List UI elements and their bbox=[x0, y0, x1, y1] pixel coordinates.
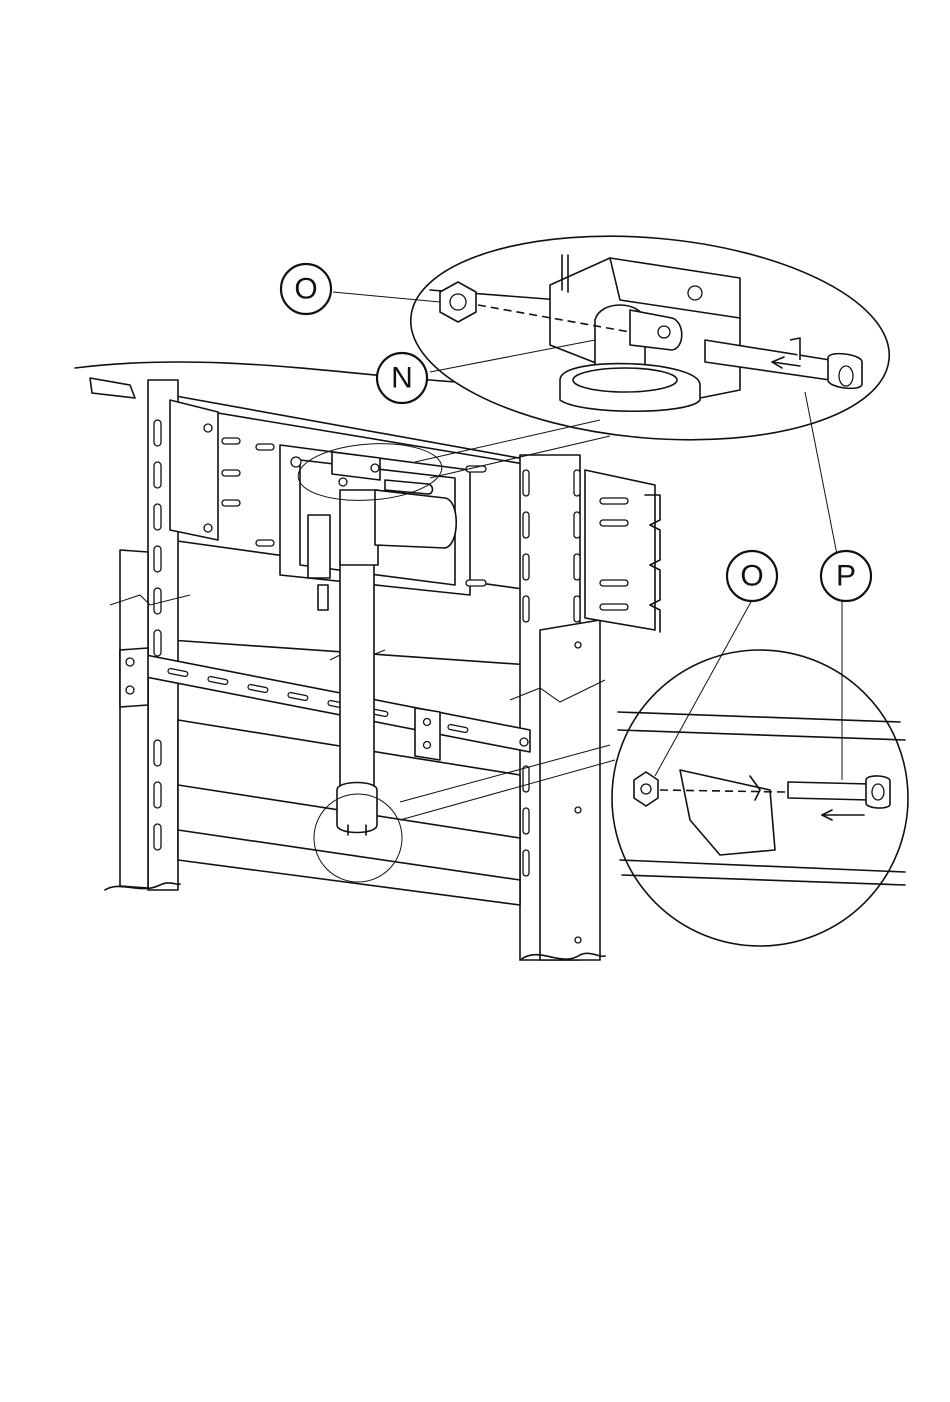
callout-p: P bbox=[821, 551, 871, 601]
callout-o-right: O bbox=[727, 551, 777, 601]
callout-o-right-label: O bbox=[740, 560, 763, 593]
top-detail-view bbox=[402, 217, 898, 478]
callout-o-top-label: O bbox=[294, 273, 317, 306]
frame-assembly bbox=[75, 362, 690, 960]
callout-p-label: P bbox=[836, 560, 856, 593]
left-upright-slots bbox=[154, 420, 161, 850]
callout-n-label: N bbox=[391, 362, 413, 395]
